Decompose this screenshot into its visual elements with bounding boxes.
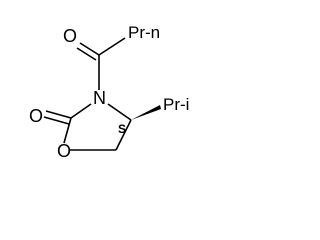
group-n-propyl: Pr-n (128, 23, 160, 42)
molecule-diagram: O N O O Pr-n Pr-i S (29, 23, 190, 161)
bond-c5-c4 (115, 119, 132, 151)
bond-c2-ring-oxygen (63, 117, 72, 144)
atom-oxygen-ring: O (57, 141, 71, 161)
bond-c4-nitrogen (107, 103, 132, 121)
bond-acyl-carbonyl-a (79, 42, 100, 56)
atom-oxygen-acyl: O (63, 26, 77, 46)
group-isopropyl: Pr-i (163, 95, 189, 114)
bond-c2-oxo-b (43, 116, 70, 125)
bond-acyl-carbonyl-b (76, 47, 97, 61)
structure-drawing: O N O O Pr-n Pr-i S (29, 23, 189, 161)
bond-acyl-carbon-propyl (98, 37, 126, 56)
atom-oxygen-oxo: O (29, 106, 43, 126)
bond-c2-oxo-a (45, 110, 72, 119)
wedge-bond-isopropyl (131, 105, 161, 120)
atom-nitrogen: N (93, 88, 106, 108)
stereo-descriptor: S (118, 122, 126, 136)
bonds (43, 37, 132, 151)
bond-nitrogen-c2 (70, 103, 92, 119)
